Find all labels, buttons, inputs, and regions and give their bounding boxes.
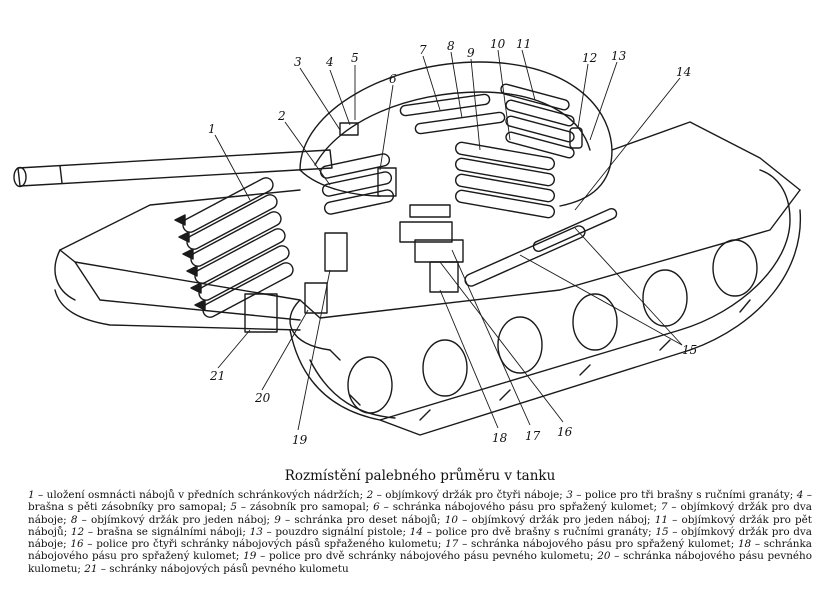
legend-item-number: 17 xyxy=(445,538,459,551)
legend-item: 17 – schránka nábojového pásu pro spřaže… xyxy=(445,538,735,551)
legend-item-text: schránky nábojových pásů pevného kulomet… xyxy=(109,562,349,575)
callout-12: 12 xyxy=(582,51,597,65)
legend-item: 7 – objímkový držák pro dva náboje; xyxy=(28,501,812,526)
legend-item-text: objímkový držák pro dva náboje; xyxy=(28,525,812,551)
legend-item-text: police pro tři brašny s ručními granáty; xyxy=(584,489,794,501)
callout-19: 19 xyxy=(292,433,308,447)
hull-outline xyxy=(54,121,801,321)
legend-item: 6 – schránka nábojového pásu pro spřažen… xyxy=(373,501,657,514)
callout-11: 11 xyxy=(516,37,531,51)
legend-item-text: schránka pro deset nábojů; xyxy=(294,513,441,526)
callout-7: 7 xyxy=(419,43,427,57)
legend-item-number: 4 xyxy=(796,489,804,501)
legend-item-number: 9 xyxy=(274,513,281,526)
legend-item-text: schránka nábojového pásu pro spřažený ku… xyxy=(470,538,735,551)
left-track xyxy=(54,289,331,351)
legend-item: 3 – police pro tři brašny s ručními gran… xyxy=(566,489,794,501)
callout-2: 2 xyxy=(277,109,286,123)
legend-item-text: objímkový držák pro jeden náboj; xyxy=(90,513,271,526)
legend-item-text: objímkový držák pro čtyři náboje; xyxy=(385,489,563,501)
legend-item-number: 14 xyxy=(409,525,423,538)
tank-ammunition-diagram: 1 2 3 4 5 6 7 8 9 10 11 12 13 14 15 16 1… xyxy=(13,37,802,447)
legend-item-text: uložení osmnácti nábojů v předních schrá… xyxy=(46,489,364,501)
callout-3: 3 xyxy=(294,55,302,69)
callout-14: 14 xyxy=(676,65,691,79)
legend-item-text: objímkový držák pro jeden náboj; xyxy=(471,513,651,526)
legend-item-text: schránka nábojového pásu pevného kulomet… xyxy=(28,550,812,575)
legend-item-number: 15 xyxy=(655,525,669,538)
legend-item-text: police pro dvě brašny s ručními granáty; xyxy=(435,525,652,538)
legend-item: 5 – zásobník pro samopal; xyxy=(230,501,370,514)
callout-4: 4 xyxy=(325,55,334,69)
legend-item: 11 – objímkový držák pro pět nábojů; xyxy=(28,513,812,538)
legend-item-number: 10 xyxy=(444,513,458,526)
legend-item: 12 – brašna se signálními náboji; xyxy=(70,525,246,538)
legend-item-text: brašna se signálními náboji; xyxy=(96,525,246,538)
legend-item-number: 16 xyxy=(70,538,84,551)
legend-item-number: 18 xyxy=(737,538,752,551)
legend-item-number: 19 xyxy=(243,550,257,563)
callout-8: 8 xyxy=(447,39,455,53)
legend-item: 4 – brašna s pěti zásobníky pro samopal; xyxy=(28,489,812,514)
legend-item-text: police pro dvě schránky nábojového pásu … xyxy=(269,550,594,563)
legend-item-number: 5 xyxy=(230,501,237,514)
legend-item: 16 – police pro čtyři schránky nábojovýc… xyxy=(70,538,442,551)
legend-item-number: 7 xyxy=(660,501,668,514)
gun-barrel xyxy=(13,149,333,188)
callout-17: 17 xyxy=(525,429,541,443)
legend-item-number: 2 xyxy=(366,489,374,501)
legend-item-number: 20 xyxy=(597,550,611,563)
legend-item-number: 13 xyxy=(249,525,263,538)
callout-5: 5 xyxy=(351,51,359,65)
legend-item-number: 8 xyxy=(70,513,78,526)
legend-item: 10 – objímkový držák pro jeden náboj; xyxy=(444,513,651,526)
legend-item: 13 – pouzdro signální pistole; xyxy=(249,525,406,538)
legend-item: 1 – uložení osmnácti nábojů v předních s… xyxy=(28,489,364,501)
legend-item: 2 – objímkový držák pro čtyři náboje; xyxy=(366,489,563,501)
hull-side-ammo xyxy=(464,208,618,287)
legend-item: 20 – schránka nábojového pásu pevného ku… xyxy=(28,550,812,575)
callout-21: 21 xyxy=(209,369,225,383)
legend-item: 21 – schránky nábojových pásů pevného ku… xyxy=(84,562,349,575)
legend-item-number: 12 xyxy=(70,525,85,538)
legend-item-text: zásobník pro samopal; xyxy=(249,501,370,514)
right-track xyxy=(289,169,802,436)
callout-6: 6 xyxy=(389,72,397,86)
callout-13: 13 xyxy=(611,49,627,63)
legend-item: 9 – schránka pro deset nábojů; xyxy=(274,513,441,526)
callout-18: 18 xyxy=(492,431,508,445)
legend-item-number: 3 xyxy=(566,489,573,501)
callout-15: 15 xyxy=(682,343,697,357)
legend-item-text: brašna s pěti zásobníky pro samopal; xyxy=(28,501,227,514)
callout-16: 16 xyxy=(557,425,573,439)
legend-item-number: 6 xyxy=(373,501,380,514)
front-ammo-rack xyxy=(174,177,294,318)
legend-item-text: pouzdro signální pistole; xyxy=(275,525,406,538)
figure-legend: 1 – uložení osmnácti nábojů v předních s… xyxy=(28,489,812,575)
legend-item-text: schránka nábojového pásu pro spřažený ku… xyxy=(392,501,657,514)
legend-item: 14 – police pro dvě brašny s ručními gra… xyxy=(409,525,652,538)
turret-outline xyxy=(299,61,613,207)
figure-caption-title: Rozmístění palebného průměru v tanku xyxy=(284,468,556,484)
legend-item: 15 – objímkový držák pro dva náboje; xyxy=(28,525,812,551)
mg-belt-boxes xyxy=(244,167,464,333)
legend-item: 18 – schránka nábojového pásu pro spřaže… xyxy=(28,538,812,563)
legend-item-text: police pro čtyři schránky nábojových pás… xyxy=(96,538,442,551)
legend-item-number: 1 xyxy=(28,489,35,501)
legend-item-text: objímkový držák pro dva náboje; xyxy=(28,501,812,526)
callout-9: 9 xyxy=(467,46,475,60)
legend-item-number: 11 xyxy=(654,513,668,526)
turret-ammo-racks xyxy=(319,83,583,219)
legend-item: 19 – police pro dvě schránky nábojového … xyxy=(243,550,594,563)
callout-10: 10 xyxy=(490,37,506,51)
callout-20: 20 xyxy=(254,391,271,405)
legend-item-number: 21 xyxy=(84,562,98,575)
callout-1: 1 xyxy=(208,122,216,136)
legend-item-text: objímkový držák pro pět nábojů; xyxy=(28,513,812,538)
legend-item: 8 – objímkový držák pro jeden náboj; xyxy=(70,513,271,526)
legend-item-text: schránka nábojového pásu pro spřažený ku… xyxy=(28,538,812,563)
